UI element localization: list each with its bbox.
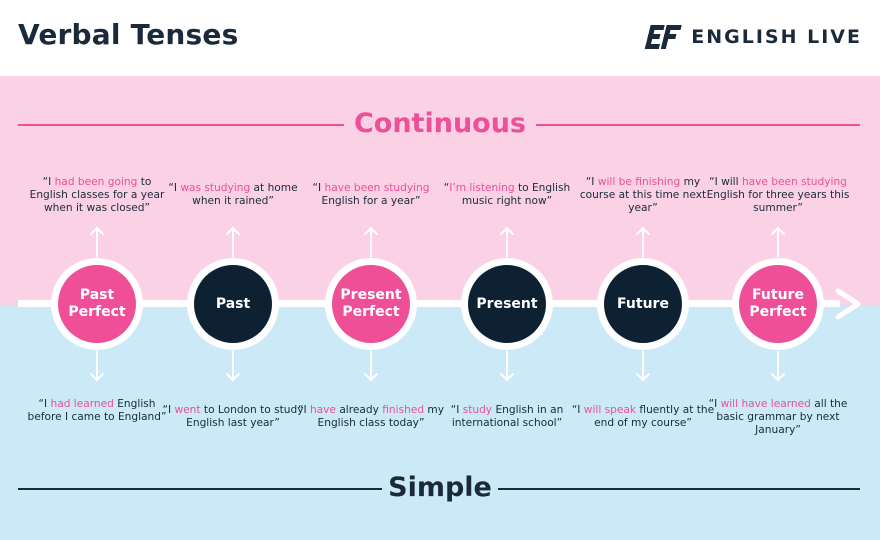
simple-example: “I study English in an international sch…	[432, 404, 582, 430]
example-text: English before I came to England”	[27, 398, 167, 423]
continuous-example: “I was studying at home when it rained”	[158, 182, 308, 208]
example-text: to English music right now”	[461, 182, 571, 207]
verb-highlight: had learned	[50, 398, 114, 410]
example-text: “I	[571, 404, 584, 416]
example-text: “I	[42, 176, 55, 188]
continuous-label-text: Continuous	[353, 108, 527, 139]
example-text: fluently at the end of my course”	[594, 404, 715, 429]
verb-highlight: had been going	[54, 176, 138, 188]
tense-node-label: Present Perfect	[332, 265, 410, 343]
tense-node-label: Present	[468, 265, 546, 343]
example-text: “I	[162, 404, 175, 416]
arrow-up-icon	[636, 226, 650, 257]
example-text: “I	[450, 404, 463, 416]
verb-highlight: study	[462, 404, 493, 416]
verb-highlight: will have learned	[720, 398, 811, 410]
example-text: already	[335, 404, 383, 416]
example-text: English in an international school”	[451, 404, 564, 429]
arrow-down-icon	[500, 351, 514, 382]
example-text: to London to study English last year”	[186, 404, 304, 429]
tense-node-label: Future	[604, 265, 682, 343]
verb-highlight: will speak	[583, 404, 637, 416]
ef-logo-icon	[645, 25, 683, 49]
verb-highlight: went	[174, 404, 201, 416]
simple-example: “I have already finished my English clas…	[296, 404, 446, 430]
arrow-up-icon	[771, 226, 785, 257]
arrow-up-icon	[226, 226, 240, 257]
tense-node: Present Perfect	[325, 258, 417, 350]
tense-node-label: Past Perfect	[58, 265, 136, 343]
continuous-rule-left	[18, 124, 344, 126]
logo-text: ENGLISH LIVE	[691, 26, 862, 48]
example-text: “I	[168, 182, 181, 194]
example-text: “I	[297, 404, 310, 416]
arrow-up-icon	[500, 226, 514, 257]
example-text: at home when it rained”	[192, 182, 298, 207]
page-title: Verbal Tenses	[18, 18, 239, 51]
simple-example: “I will have learned all the basic gramm…	[703, 398, 853, 437]
arrow-down-icon	[636, 351, 650, 382]
continuous-example: “I had been going to English classes for…	[22, 176, 172, 215]
example-text: “	[443, 182, 450, 194]
example-text: all the basic grammar by next January”	[716, 398, 848, 436]
tense-node: Present	[461, 258, 553, 350]
arrow-down-icon	[364, 351, 378, 382]
arrow-down-icon	[226, 351, 240, 382]
tense-node: Future	[597, 258, 689, 350]
example-text: “I	[38, 398, 51, 410]
continuous-rule-right	[536, 124, 860, 126]
continuous-example: “I’m listening to English music right no…	[432, 182, 582, 208]
verb-highlight: will be finishing	[597, 176, 681, 188]
example-text: English for three years this summer”	[706, 189, 850, 214]
verb-highlight: have been studying	[324, 182, 430, 194]
arrow-down-icon	[90, 351, 104, 382]
verb-highlight: have	[309, 404, 336, 416]
example-text: “I	[708, 398, 721, 410]
continuous-example: “I will be finishing my course at this t…	[568, 176, 718, 215]
tense-node: Past Perfect	[51, 258, 143, 350]
tense-node-label: Past	[194, 265, 272, 343]
example-text: English for a year”	[321, 195, 421, 207]
continuous-label: Continuous	[0, 108, 880, 139]
tense-node-label: Future Perfect	[739, 265, 817, 343]
verb-highlight: I’m listening	[449, 182, 515, 194]
simple-label-text: Simple	[388, 472, 492, 503]
simple-example: “I had learned English before I came to …	[22, 398, 172, 424]
example-text: “I	[312, 182, 325, 194]
example-text: my course at this time next year”	[579, 176, 707, 214]
timeline-arrow-icon	[835, 288, 861, 320]
simple-rule-left	[18, 488, 382, 490]
verb-highlight: was studying	[180, 182, 251, 194]
tense-node: Past	[187, 258, 279, 350]
verb-highlight: finished	[382, 404, 425, 416]
simple-example: “I went to London to study English last …	[158, 404, 308, 430]
continuous-band	[0, 76, 880, 306]
example-text: to English classes for a year when it wa…	[29, 176, 165, 214]
verb-highlight: have been studying	[741, 176, 847, 188]
continuous-example: “I will have been studying English for t…	[703, 176, 853, 215]
timeline-line	[18, 300, 840, 307]
continuous-example: “I have been studying English for a year…	[296, 182, 446, 208]
arrow-up-icon	[364, 226, 378, 257]
simple-rule-right	[498, 488, 860, 490]
tense-node: Future Perfect	[732, 258, 824, 350]
simple-example: “I will speak fluently at the end of my …	[568, 404, 718, 430]
arrow-down-icon	[771, 351, 785, 382]
example-text: “I	[585, 176, 598, 188]
simple-band	[0, 306, 880, 540]
example-text: my English class today”	[317, 404, 445, 429]
brand-logo: ENGLISH LIVE	[643, 24, 862, 50]
header: Verbal Tenses ENGLISH LIVE	[0, 0, 880, 76]
example-text: “I will	[709, 176, 742, 188]
arrow-up-icon	[90, 226, 104, 257]
simple-label: Simple	[0, 472, 880, 503]
